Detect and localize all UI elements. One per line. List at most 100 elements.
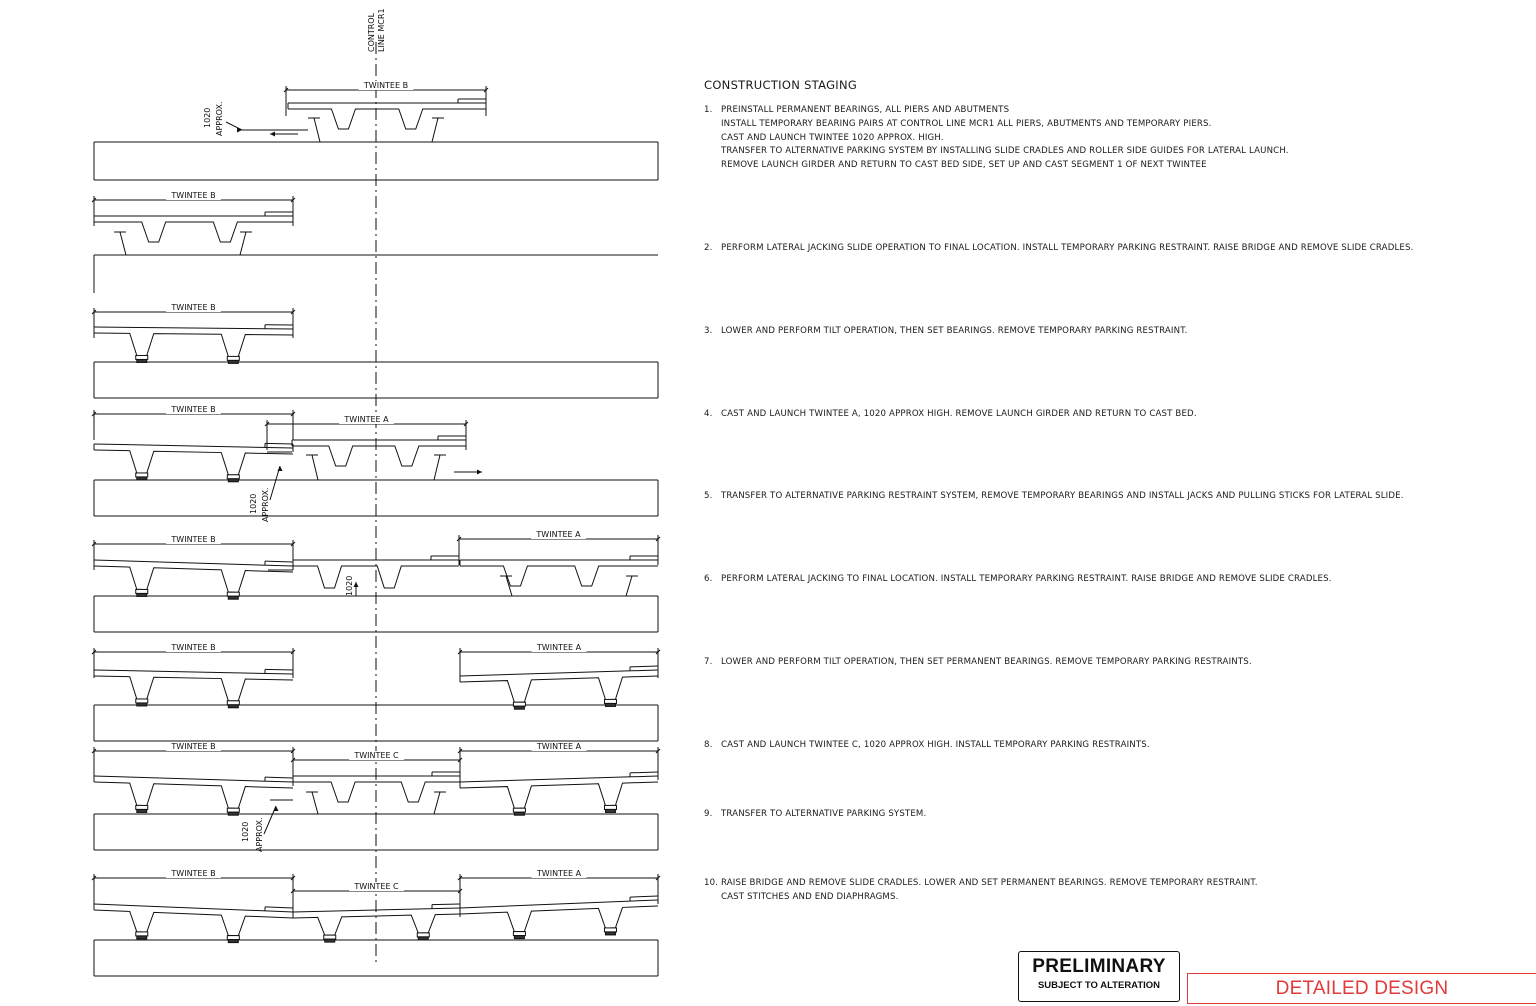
girder-label: TWINTEE B <box>170 742 215 751</box>
dimension-tick <box>290 197 296 203</box>
approx-label: APPROX. <box>261 488 270 523</box>
dimension-tick <box>457 757 463 763</box>
bearing-pad <box>226 935 240 941</box>
stamp-main-text: PRELIMINARY <box>1032 956 1166 977</box>
bearing-plate <box>513 935 525 940</box>
bearing-plate <box>513 705 525 710</box>
notes-step-line: INSTALL TEMPORARY BEARING PAIRS AT CONTR… <box>721 118 1212 129</box>
notes-step-10: 10.RAISE BRIDGE AND REMOVE SLIDE CRADLES… <box>704 877 1258 905</box>
dimension-tick <box>655 536 661 542</box>
slide-arrow-head <box>270 131 275 137</box>
girder-kerb <box>264 442 294 445</box>
girder-soffit <box>93 565 294 593</box>
notes-step-line: 7.LOWER AND PERFORM TILT OPERATION, THEN… <box>704 656 1252 670</box>
girder-label: TWINTEE C <box>353 882 399 891</box>
notes-step-line: TRANSFER TO ALTERNATIVE PARKING SYSTEM B… <box>721 146 1289 157</box>
leader-arrow <box>277 466 283 471</box>
notes-step-2: 2.PERFORM LATERAL JACKING SLIDE OPERATIO… <box>704 242 1414 256</box>
drawing-geometry <box>91 42 661 977</box>
dimension-label-bg <box>166 643 221 652</box>
notes-step-number: 10. <box>704 878 719 888</box>
bearing-pad <box>226 700 240 706</box>
girder-label: TWINTEE B <box>170 405 215 414</box>
notes-step-line: 8.CAST AND LAUNCH TWINTEE C, 1020 APPROX… <box>704 739 1150 753</box>
notes-step-number: 6. <box>704 574 713 584</box>
bearing-pad <box>416 932 430 938</box>
dimension-arrow <box>353 582 359 587</box>
dimension-label-bg <box>166 191 221 200</box>
girder-deck-top <box>459 899 659 909</box>
bearing-pad <box>135 354 149 360</box>
bearing-plate <box>227 595 239 600</box>
girder-deck-top <box>93 443 294 449</box>
dimension-tick <box>290 309 296 315</box>
notes-step-4: 4.CAST AND LAUNCH TWINTEE A, 1020 APPROX… <box>704 408 1197 422</box>
notes-step-line: CAST STITCHES AND END DIAPHRAGMS. <box>721 891 899 902</box>
dimension-tick <box>290 411 296 417</box>
bearing-plate <box>227 704 239 709</box>
bearing-pad <box>226 474 240 480</box>
notes-step-number: 4. <box>704 409 713 419</box>
dimension-label-bg <box>531 869 587 878</box>
dimension-tick <box>91 309 97 315</box>
dimension-tick <box>290 875 296 881</box>
bearing-pad <box>135 931 149 937</box>
notes-step-line: 1.PREINSTALL PERMANENT BEARINGS, ALL PIE… <box>704 104 1289 118</box>
bearing-plate <box>417 936 429 941</box>
dimension-tick <box>655 875 661 881</box>
bearing-pad <box>603 698 617 704</box>
design-stage-label: DETAILED DESIGN <box>1275 978 1449 999</box>
girder-deck-top <box>459 775 659 783</box>
dimension-tick <box>457 748 463 754</box>
dimension-tick <box>91 875 97 881</box>
notes-step-line: 6.PERFORM LATERAL JACKING TO FINAL LOCAT… <box>704 573 1332 587</box>
bearing-plate <box>136 358 148 363</box>
dimension-tick <box>290 748 296 754</box>
girder-label: TWINTEE A <box>535 530 581 539</box>
dimension-label-bg <box>531 742 587 751</box>
approx-label: APPROX. <box>215 102 224 137</box>
girder-soffit <box>459 905 659 933</box>
bearing-pad <box>226 807 240 813</box>
girder-soffit <box>459 781 659 809</box>
girder-soffit <box>93 781 294 809</box>
dimension-label-bg <box>166 742 221 751</box>
girder-kerb <box>264 560 294 563</box>
girder-soffit <box>292 445 466 467</box>
dim-1020-label: 1020 <box>345 576 354 596</box>
notes-step-number: 7. <box>704 657 713 667</box>
bearing-plate <box>604 808 616 813</box>
notes-step-number: 8. <box>704 740 713 750</box>
dimension-tick <box>91 197 97 203</box>
notes-step-number: 2. <box>704 243 713 253</box>
girder-soffit <box>93 675 294 702</box>
dimension-tick <box>463 421 469 427</box>
notes-step-7: 7.LOWER AND PERFORM TILT OPERATION, THEN… <box>704 656 1252 670</box>
bearing-plate <box>136 935 148 940</box>
dimension-label-bg <box>339 415 394 424</box>
dimension-tick <box>91 649 97 655</box>
girder-label: TWINTEE C <box>353 751 399 760</box>
girder-label: TWINTEE A <box>536 742 582 751</box>
approx-label: 1020 <box>241 822 250 842</box>
design-stage-box: DETAILED DESIGN <box>1187 973 1536 1004</box>
stamp-sub-text: SUBJECT TO ALTERATION <box>1037 980 1161 991</box>
notes-title: CONSTRUCTION STAGING <box>704 78 858 92</box>
leader-arrow <box>237 127 242 133</box>
dimension-tick <box>91 541 97 547</box>
dimension-tick <box>457 875 463 881</box>
girder-soffit <box>93 449 294 476</box>
dimension-label-bg <box>166 869 221 878</box>
notes-step-number: 1. <box>704 105 713 115</box>
girder-deck-top <box>93 903 294 913</box>
girder-label: TWINTEE B <box>170 643 215 652</box>
girder-kerb <box>264 906 294 909</box>
dimension-tick <box>290 649 296 655</box>
notes-step-number: 5. <box>704 491 713 501</box>
bearing-pad <box>603 927 617 933</box>
notes-step-line: 10.RAISE BRIDGE AND REMOVE SLIDE CRADLES… <box>704 877 1258 891</box>
leader-arrow <box>273 806 279 811</box>
notes-step-line: 2.PERFORM LATERAL JACKING SLIDE OPERATIO… <box>704 242 1414 256</box>
bearing-plate <box>324 938 336 943</box>
